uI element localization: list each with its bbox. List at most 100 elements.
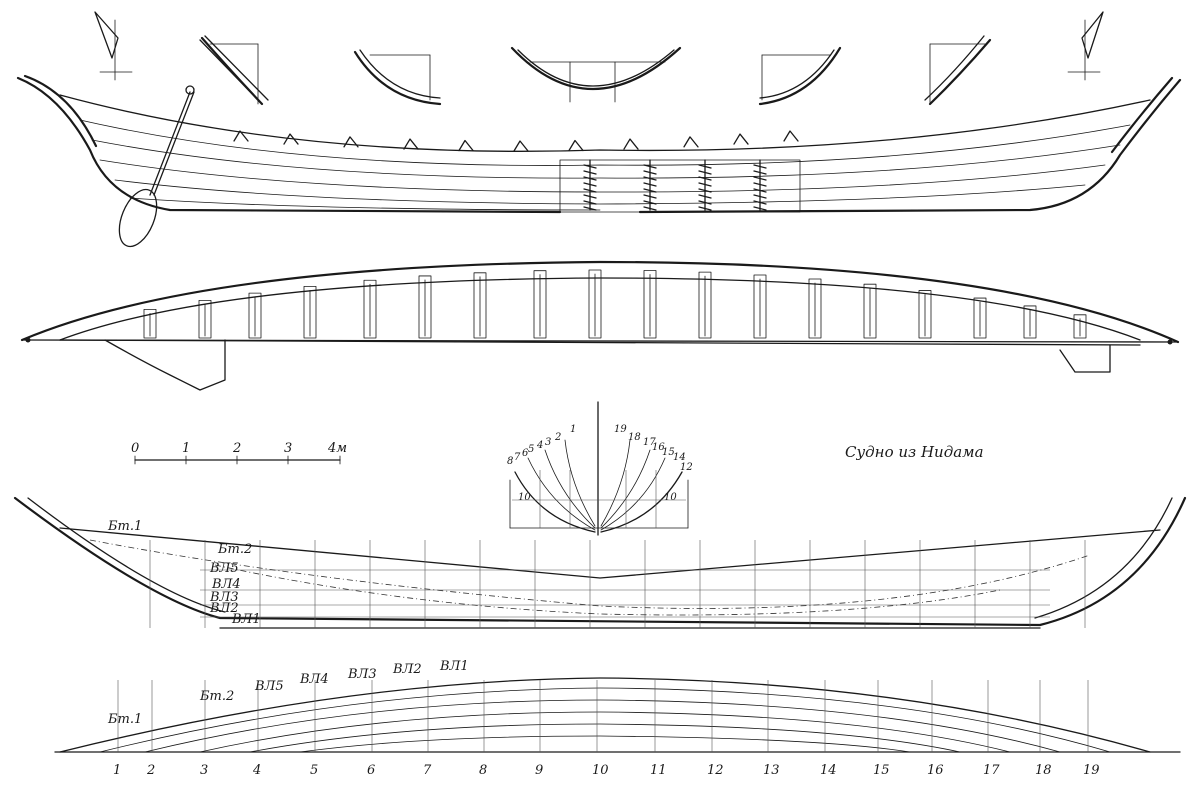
- station-number: 2: [146, 763, 155, 778]
- label-vl1-half: ВЛ1: [231, 612, 261, 627]
- body-plan-number: 10: [518, 492, 531, 503]
- body-plan-number: 6: [522, 448, 529, 459]
- rowlock-mark: [513, 140, 529, 152]
- frame-mark: [583, 159, 597, 211]
- station-number: 1: [113, 763, 121, 778]
- section-2: [199, 35, 269, 106]
- rowlock-mark: [403, 138, 419, 150]
- thwart-mark: [143, 308, 157, 339]
- thwart-mark: [973, 297, 987, 339]
- thwart-mark: [198, 299, 212, 339]
- label-bt2-half: Бт.2: [217, 542, 252, 557]
- body-plan-number: 4: [536, 440, 543, 451]
- scale-tick-3: 3: [284, 441, 292, 456]
- station-number: 19: [1083, 763, 1100, 778]
- plan-view: [20, 260, 1180, 391]
- thwart-mark: [808, 278, 822, 339]
- steering-oar: [118, 85, 195, 248]
- station-number: 18: [1035, 763, 1052, 778]
- thwart-mark: [533, 270, 547, 339]
- station-number: 6: [367, 763, 375, 778]
- rowlock-mark: [233, 130, 249, 142]
- profile-view: [16, 74, 1182, 248]
- section-stem-right: [1067, 11, 1104, 81]
- rowlock-mark: [568, 139, 584, 152]
- station-number: 8: [479, 763, 487, 778]
- thwarts: [143, 269, 1087, 339]
- label-vl2-half: ВЛ2: [209, 601, 239, 616]
- station-number: 14: [820, 763, 837, 778]
- label-vl3-half: ВЛ3: [209, 590, 239, 605]
- body-plan-number: 15: [662, 447, 675, 458]
- thwart-mark: [363, 279, 377, 339]
- body-plan-number: 19: [614, 424, 627, 435]
- station-number: 15: [873, 763, 890, 778]
- body-plan-number: 10: [664, 492, 677, 503]
- frame-mark: [698, 159, 712, 211]
- station-number: 7: [423, 763, 432, 778]
- thwart-mark: [753, 274, 767, 339]
- frame-mark: [643, 159, 657, 211]
- drawing-caption: Судно из Нидама: [845, 443, 984, 461]
- sheer-station-lines: [117, 680, 1089, 752]
- rowlock-mark: [623, 138, 639, 150]
- section-6: [924, 35, 992, 106]
- station-number: 13: [763, 763, 780, 778]
- label-vl4-half: ВЛ4: [211, 577, 241, 592]
- section-4-midship: [510, 46, 682, 103]
- label-vl4-sheer: ВЛ4: [299, 672, 329, 687]
- thwart-mark: [863, 283, 877, 339]
- station-number: 16: [927, 763, 944, 778]
- rowlock-mark: [343, 136, 359, 148]
- body-plan-number: 7: [514, 452, 521, 463]
- thwart-mark: [588, 269, 602, 339]
- station-number: 5: [310, 763, 318, 778]
- scale-bar: 0 1 2 3 4м: [131, 441, 347, 465]
- label-vl5-sheer: ВЛ5: [254, 679, 284, 694]
- rowlocks: [233, 130, 799, 152]
- label-bt2-sheer: Бт.2: [199, 689, 234, 704]
- thwart-mark: [1073, 314, 1087, 339]
- label-bt1-half: Бт.1: [107, 519, 142, 534]
- scale-tick-2: 2: [232, 441, 241, 456]
- rowlock-mark: [783, 130, 799, 142]
- label-vl3-sheer: ВЛ3: [347, 667, 377, 682]
- scale-tick-1: 1: [182, 441, 190, 456]
- body-plan-number: 12: [680, 462, 693, 473]
- cross-sections-row: [94, 11, 1104, 106]
- section-3: [353, 49, 442, 106]
- label-vl5-half: ВЛ5: [209, 561, 239, 576]
- body-plan-number: 16: [652, 442, 665, 453]
- half-breadth-grid: [149, 540, 1086, 628]
- station-number: 4: [252, 763, 261, 778]
- rowlock-mark: [283, 133, 299, 145]
- body-plan-number: 8: [507, 456, 513, 467]
- label-vl2-sheer: ВЛ2: [392, 662, 422, 677]
- thwart-mark: [1023, 305, 1037, 339]
- body-plan-number: 5: [528, 444, 534, 455]
- half-breadth-plan: Бт.1 Бт.2 ВЛ5 ВЛ4 ВЛ3 ВЛ2 ВЛ1: [13, 496, 1187, 629]
- frame-mark: [753, 159, 767, 211]
- thwart-mark: [698, 271, 712, 339]
- label-bt1-sheer: Бт.1: [107, 712, 142, 727]
- section-stem-left: [94, 11, 133, 81]
- body-plan-number: 3: [545, 437, 551, 448]
- body-plan-number: 14: [673, 452, 686, 463]
- body-plan-number: 1: [570, 424, 576, 435]
- rowlock-mark: [733, 133, 749, 145]
- thwart-mark: [418, 275, 432, 339]
- station-number: 12: [707, 763, 724, 778]
- thwart-mark: [643, 270, 657, 339]
- station-number: 3: [200, 763, 208, 778]
- label-vl1-sheer: ВЛ1: [439, 659, 469, 674]
- station-number: 10: [592, 763, 609, 778]
- midship-frames: [559, 159, 801, 213]
- thwart-mark: [248, 292, 262, 339]
- body-plan-number: 18: [628, 432, 641, 443]
